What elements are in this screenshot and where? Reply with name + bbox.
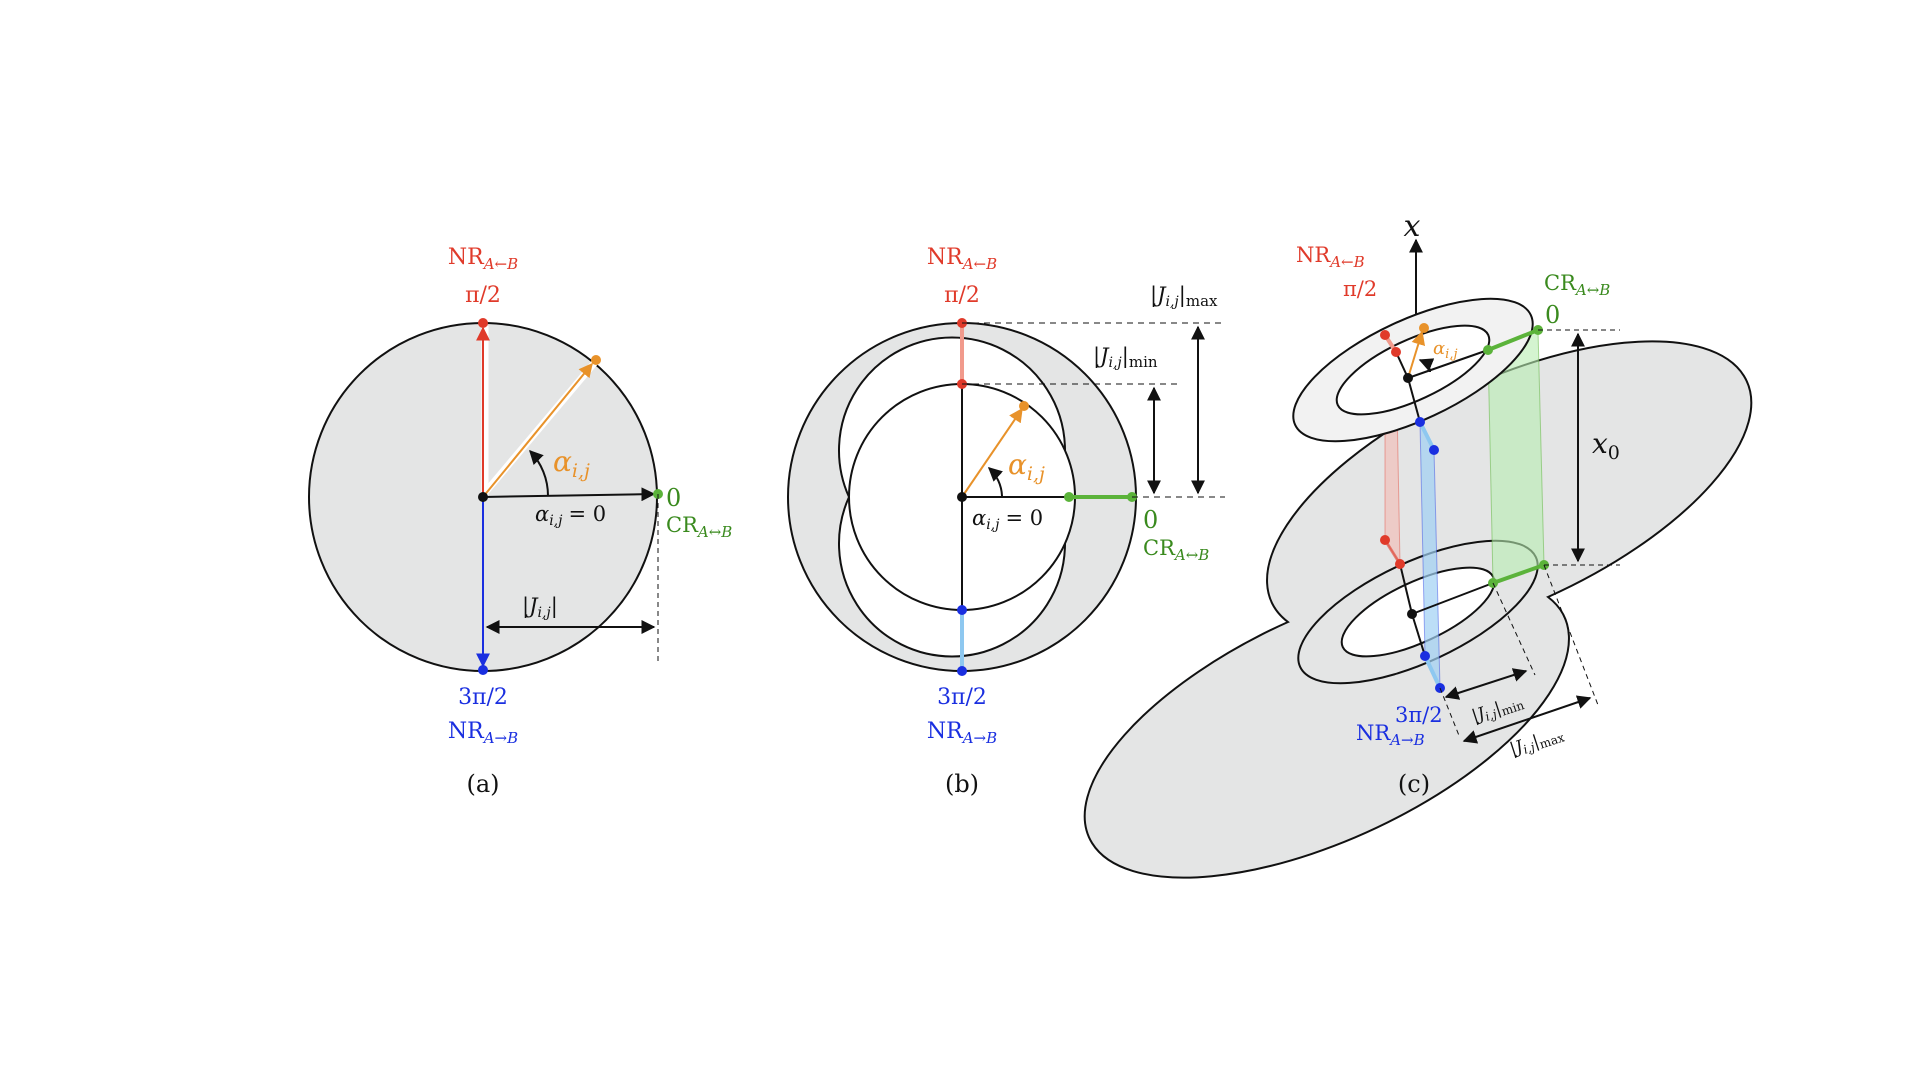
panel-b-blue-dot-outer (957, 666, 967, 676)
panel-c-zero-label: 0 (1545, 301, 1560, 329)
panel-a-red-dot (478, 318, 488, 328)
panel-c: x x0 NRA←B π/2 CRA↔B 0 αi,j 3π/2 NRA→B |… (1083, 209, 1753, 879)
panel-a-angle-down: 3π/2 (458, 685, 508, 710)
panel-b-blue-dot-inner (957, 605, 967, 615)
panel-b-alpha-label: αi,j (1008, 448, 1045, 485)
panel-c-blue-dot-top-outer (1429, 445, 1439, 455)
panel-c-angle-up: π/2 (1343, 277, 1377, 301)
panel-c-nr-up-label: NRA←B (1296, 243, 1365, 271)
panel-a-nr-up-label: NRA←B (448, 245, 518, 273)
panel-c-red-dot-top-outer (1380, 330, 1390, 340)
panel-b-orange-arrow (961, 407, 1023, 498)
panel-a-zero-label: 0 (666, 484, 681, 512)
panel-b-angle-arc (987, 467, 1004, 497)
panel-a-orange-dot (591, 355, 601, 365)
panel-c-orange-arrow (1407, 330, 1426, 379)
panel-c-angle-down: 3π/2 (1395, 703, 1443, 727)
panel-b-orange-dot (1019, 401, 1029, 411)
panel-b-jmax-label: |Ji,j|max (1150, 283, 1218, 310)
panel-c-cr-label: CRA↔B (1544, 271, 1610, 299)
panel-a-nr-down-label: NRA→B (448, 719, 518, 747)
panel-c-alpha-label: αi,j (1433, 338, 1457, 362)
panel-b-cr-label: CRA↔B (1143, 536, 1209, 564)
panel-b-caption: (b) (945, 770, 979, 798)
panel-c-blue-dot-top-inner (1415, 417, 1425, 427)
panel-c-nr-down-label: NRA→B (1356, 721, 1425, 749)
panel-c-x0-label: x0 (1592, 427, 1620, 464)
panel-a-cr-label: CRA↔B (666, 513, 732, 541)
panel-c-orange-dot (1419, 323, 1429, 333)
panel-a-angle-arc (529, 449, 550, 497)
panel-a-alpha-label: αi,j (553, 445, 590, 482)
panel-a-black-arrow (482, 487, 656, 502)
panel-a-center-dot (478, 492, 488, 502)
panel-a-radius-label: |Ji,j| (522, 594, 558, 621)
panel-b-angle-down: 3π/2 (937, 685, 987, 710)
panel-b-angle-up: π/2 (944, 283, 980, 308)
panel-c-green-dot-top-inner (1483, 345, 1493, 355)
panel-b-green-dot-inner (1064, 492, 1074, 502)
panel-b-nr-up-label: NRA←B (927, 245, 997, 273)
panel-c-caption: (c) (1398, 770, 1430, 798)
panel-a-blue-dot (478, 665, 488, 675)
panel-a-angle-up: π/2 (465, 283, 501, 308)
panel-a: NRA←B π/2 3π/2 NRA→B 0 CRA↔B αi,j αi,j= … (308, 245, 732, 798)
panel-b-jmin-label: |Ji,j|min (1093, 344, 1158, 371)
panel-b-zero-label: 0 (1143, 506, 1158, 534)
panel-b-nr-down-label: NRA→B (927, 719, 997, 747)
panel-b: NRA←B π/2 3π/2 NRA→B 0 CRA↔B αi,j αi,j= … (786, 245, 1225, 798)
panel-c-jmax-arrow (1462, 695, 1592, 744)
panel-a-caption: (a) (466, 770, 499, 798)
panel-a-orange-arrow (482, 362, 593, 498)
panel-a-alpha-zero-label: αi,j= 0 (535, 502, 606, 529)
panel-c-jmin-arrow (1444, 668, 1528, 700)
panel-c-red-dot-top-inner (1391, 347, 1401, 357)
panel-b-alpha-zero-label: αi,j= 0 (972, 506, 1043, 533)
panel-c-axis-x-label: x (1404, 209, 1421, 244)
